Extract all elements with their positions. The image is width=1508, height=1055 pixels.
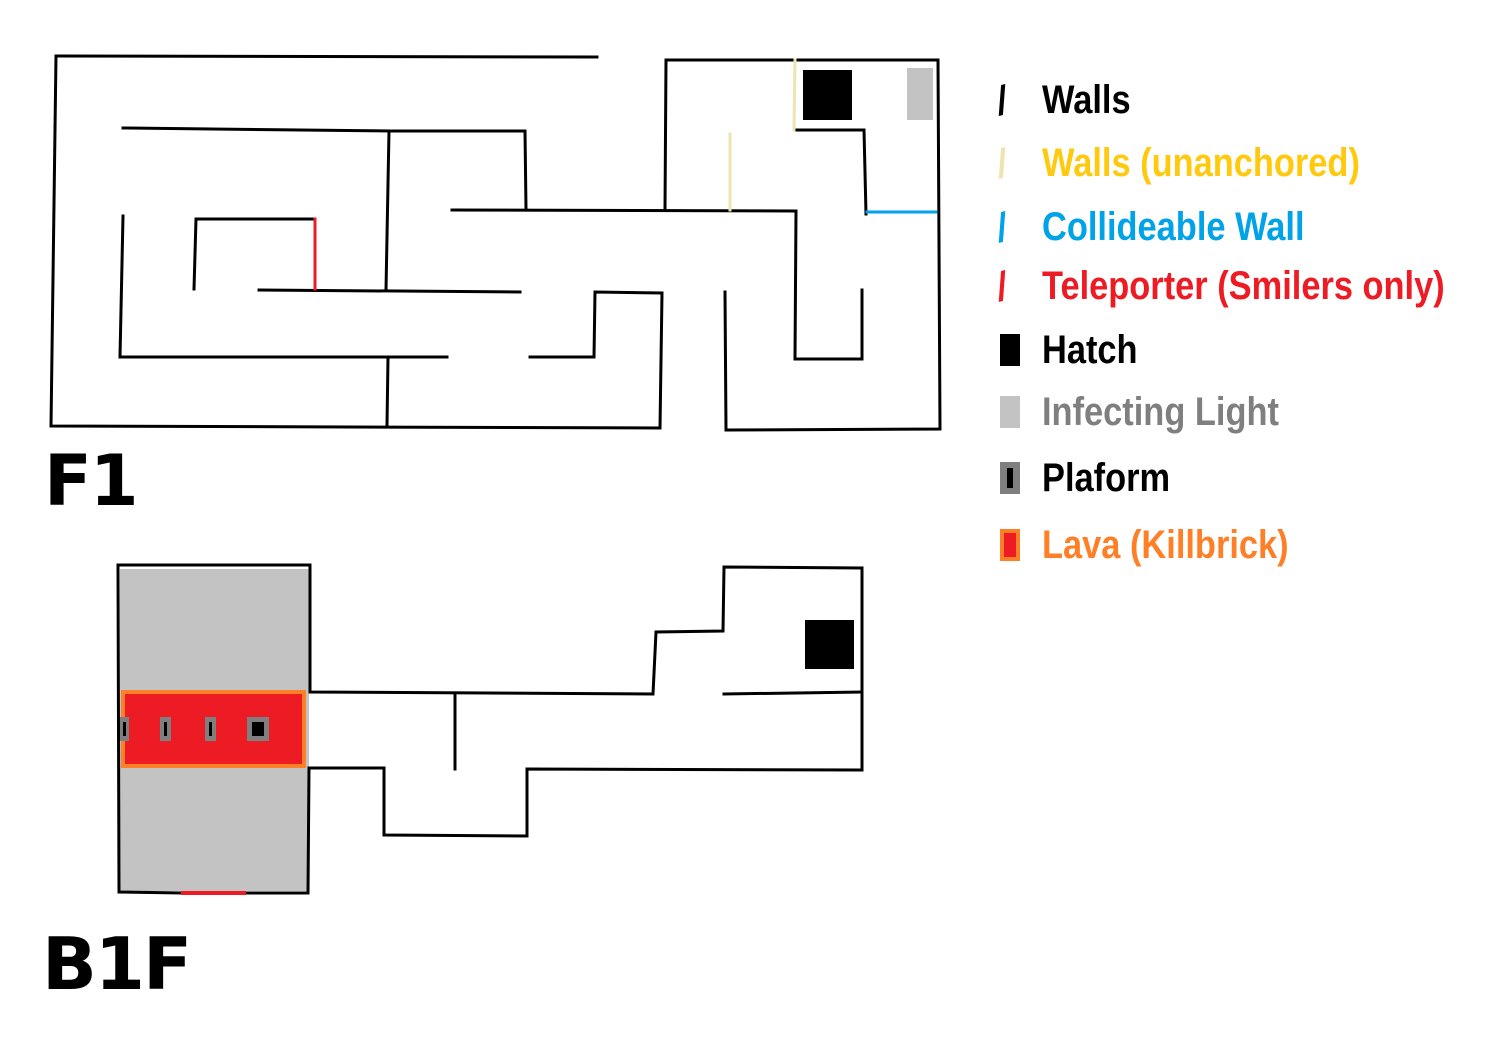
f1-wall — [387, 129, 528, 211]
f1-map — [49, 54, 942, 432]
platform — [164, 722, 167, 736]
b1f-map — [116, 563, 864, 895]
f1-unanchored-wall — [792, 58, 797, 132]
legend-item-platform: Plaform — [996, 450, 1496, 500]
f1-wall — [664, 58, 942, 432]
b1f-wall — [722, 690, 864, 696]
legend-item-teleporter: Teleporter (Smilers only) — [996, 258, 1496, 308]
black-square-icon — [1000, 334, 1020, 366]
f1-wall — [49, 54, 662, 430]
legend-label: Walls (unanchored) — [1042, 141, 1360, 185]
lava-square-icon — [1000, 529, 1020, 561]
f1-wall — [663, 58, 668, 211]
legend-label: Hatch — [1042, 328, 1138, 372]
f1-wall — [450, 208, 797, 213]
legend-label: Lava (Killbrick) — [1042, 523, 1289, 567]
legend-item-hatch: Hatch — [996, 322, 1496, 372]
platform — [252, 722, 264, 736]
f1-wall — [384, 129, 391, 292]
f1-wall — [793, 209, 864, 361]
f1-wall — [528, 290, 664, 430]
b1f-wall — [116, 563, 183, 895]
legend-label: Collideable Wall — [1042, 205, 1305, 249]
f1-hatch — [803, 70, 852, 120]
legend-label: Infecting Light — [1042, 390, 1279, 434]
f1-wall — [794, 128, 868, 216]
b1f-wall — [244, 563, 864, 895]
platform — [209, 722, 212, 736]
f1-wall — [54, 54, 599, 59]
f1-wall — [723, 290, 728, 432]
blue-slash-icon — [998, 210, 1006, 244]
legend-item-collideable-wall: Collideable Wall — [996, 199, 1496, 249]
legend-label: Teleporter (Smilers only) — [1042, 264, 1445, 308]
f1-wall — [118, 214, 449, 359]
floor-label-f1: F1 — [44, 440, 139, 522]
b1f-platforms — [120, 717, 269, 741]
floor-label-b1f: B1F — [42, 922, 192, 1006]
gray-square-icon — [1000, 396, 1020, 428]
f1-wall — [257, 288, 522, 294]
legend-item-infecting-light: Infecting Light — [996, 384, 1496, 434]
b1f-hatch — [805, 620, 854, 669]
f1-wall — [385, 355, 390, 428]
f1-wall — [192, 217, 198, 291]
platform-square-icon — [1000, 462, 1020, 494]
f1-wall — [121, 126, 391, 133]
red-slash-icon — [998, 269, 1006, 303]
legend-label: Walls — [1042, 78, 1131, 122]
legend-item-walls-unanchored: Walls (unanchored) — [996, 135, 1496, 185]
legend-item-lava: Lava (Killbrick) — [996, 517, 1496, 567]
f1-infecting-light — [907, 68, 933, 120]
beige-slash-icon — [998, 146, 1006, 180]
platform — [123, 722, 126, 736]
legend-label: Plaform — [1042, 456, 1171, 500]
legend-item-walls: Walls — [996, 72, 1496, 122]
black-slash-icon — [998, 83, 1006, 117]
